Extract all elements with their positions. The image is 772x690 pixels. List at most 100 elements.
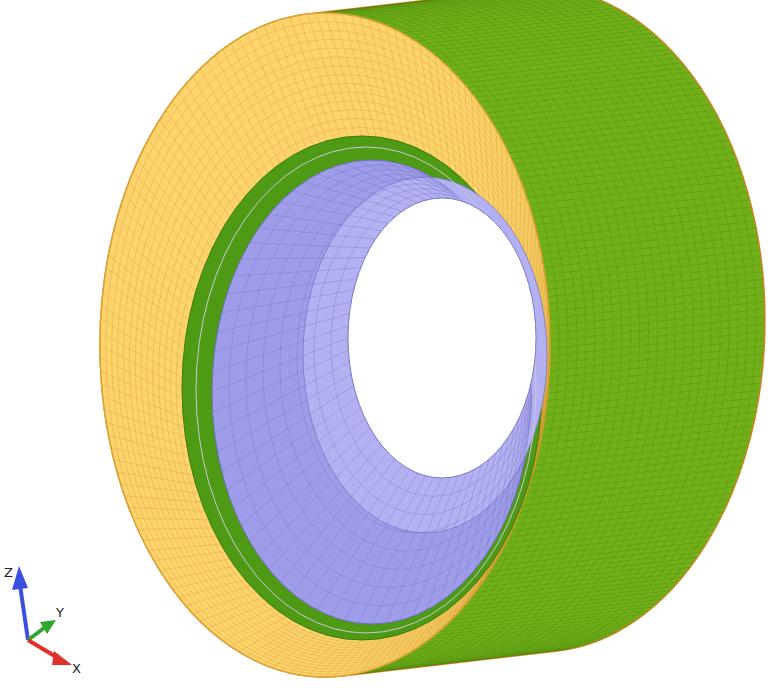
mesh-line bbox=[159, 101, 545, 651]
mesh-line bbox=[247, 624, 300, 656]
mesh-line bbox=[325, 13, 362, 136]
mesh-line bbox=[496, 129, 499, 224]
mesh-line bbox=[135, 66, 546, 661]
mesh-line bbox=[490, 120, 494, 217]
mesh-line bbox=[331, 193, 536, 496]
mesh-line bbox=[369, 19, 397, 140]
mesh-line bbox=[272, 22, 320, 143]
mesh-line bbox=[223, 613, 280, 641]
mesh-line bbox=[200, 598, 262, 622]
mesh-line bbox=[164, 110, 543, 648]
mesh-line bbox=[121, 484, 199, 494]
axis-label: Z bbox=[4, 566, 13, 579]
mesh-line bbox=[166, 110, 235, 210]
mesh-line bbox=[334, 640, 369, 677]
sidewall-mesh bbox=[100, 13, 550, 677]
mesh-line bbox=[160, 559, 230, 570]
mesh-line bbox=[106, 423, 187, 447]
mesh-line bbox=[112, 31, 549, 672]
mesh-line bbox=[231, 617, 287, 647]
mesh-line bbox=[443, 62, 456, 173]
mesh-line bbox=[316, 640, 355, 677]
mesh-line bbox=[103, 293, 184, 349]
axis-triad bbox=[12, 566, 72, 665]
mesh-line bbox=[129, 507, 205, 511]
mesh-line bbox=[102, 384, 184, 418]
mesh-line bbox=[148, 139, 220, 232]
mesh-line bbox=[118, 39, 549, 669]
mesh-line bbox=[101, 319, 183, 368]
mesh-line bbox=[108, 435, 188, 456]
mesh-line bbox=[351, 15, 383, 137]
axis-label: Y bbox=[56, 606, 64, 619]
mesh-line bbox=[193, 76, 256, 184]
mesh-line bbox=[290, 17, 334, 139]
mesh-line bbox=[325, 640, 362, 677]
mesh-line bbox=[378, 22, 404, 143]
wheel-mesh bbox=[212, 160, 536, 624]
mesh-line bbox=[154, 129, 225, 224]
mesh-line bbox=[125, 496, 202, 503]
mesh-line bbox=[369, 635, 397, 670]
wheel-dish bbox=[303, 177, 547, 533]
mesh-line bbox=[141, 75, 546, 659]
mesh-line bbox=[478, 101, 484, 203]
mesh-line bbox=[457, 76, 468, 184]
mesh-line bbox=[255, 628, 306, 661]
mesh-line bbox=[272, 633, 320, 668]
mesh-line bbox=[239, 38, 293, 155]
mesh-line bbox=[223, 49, 280, 163]
mesh-line bbox=[129, 57, 547, 664]
mesh-line bbox=[186, 586, 251, 606]
mesh-line bbox=[101, 371, 183, 408]
mesh-line bbox=[104, 280, 185, 339]
mesh-line bbox=[343, 14, 376, 137]
tread-band bbox=[100, 0, 765, 677]
mesh-line bbox=[464, 84, 473, 190]
mesh-line bbox=[247, 34, 300, 152]
mesh-line bbox=[193, 592, 256, 614]
mesh-line bbox=[484, 110, 489, 210]
mesh-line bbox=[106, 267, 187, 329]
mesh-line bbox=[450, 69, 462, 179]
mesh-line bbox=[123, 48, 547, 666]
mesh-line bbox=[522, 0, 765, 651]
mesh-line bbox=[360, 637, 390, 673]
mesh-line bbox=[100, 345, 182, 388]
mesh-line bbox=[307, 639, 348, 676]
axis-label: X bbox=[72, 662, 81, 675]
mesh-line bbox=[160, 120, 230, 217]
mesh-line bbox=[143, 536, 216, 540]
sidewall bbox=[100, 13, 550, 677]
bead-line bbox=[196, 147, 536, 633]
mesh-line bbox=[395, 29, 418, 148]
mesh-line bbox=[427, 49, 444, 163]
mesh-line bbox=[314, 189, 535, 515]
mesh-line bbox=[299, 15, 341, 137]
mesh-line bbox=[125, 194, 202, 273]
mesh-line bbox=[239, 621, 293, 652]
mesh-line bbox=[351, 638, 383, 674]
mesh-line bbox=[108, 255, 188, 320]
mesh-line bbox=[114, 460, 193, 475]
mesh-line bbox=[121, 206, 199, 282]
mesh-line bbox=[172, 573, 240, 589]
mesh-line bbox=[186, 84, 251, 190]
mesh-line bbox=[117, 472, 196, 484]
mesh-line bbox=[264, 631, 313, 665]
mesh-line bbox=[172, 101, 240, 203]
mesh-line bbox=[360, 17, 390, 139]
mesh-line bbox=[129, 183, 205, 265]
mesh-line bbox=[166, 566, 235, 580]
mesh-line bbox=[281, 19, 327, 140]
mesh-line bbox=[138, 528, 212, 529]
mesh-line bbox=[100, 358, 182, 398]
mesh-line bbox=[471, 93, 479, 197]
mesh-line bbox=[343, 639, 376, 676]
mesh-line bbox=[106, 22, 550, 675]
mesh-line bbox=[179, 580, 245, 598]
mesh-line bbox=[100, 13, 550, 677]
mesh-line bbox=[179, 93, 245, 197]
